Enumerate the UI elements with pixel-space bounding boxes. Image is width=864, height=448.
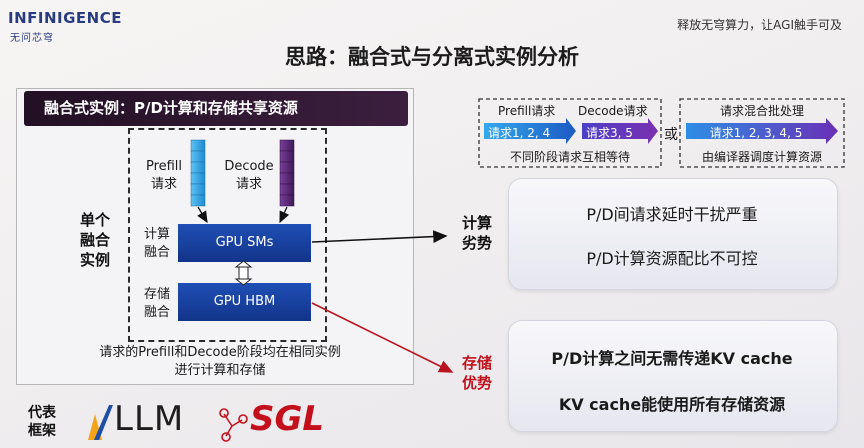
- compute-disadvantage-label: 计算 劣势: [461, 214, 492, 252]
- mixed-request-arrow: [686, 118, 838, 144]
- mixed-batch-title: 请求混合批处理: [719, 104, 804, 118]
- decode-to-sms-arrow: [279, 206, 290, 224]
- mixed-batch-caption: 由编译器调度计算资源: [701, 150, 822, 164]
- vllm-wordmark: LLM: [114, 399, 185, 439]
- gpu-hbm-block: GPU HBM: [178, 283, 311, 321]
- sms-hbm-link: [234, 260, 253, 286]
- storage-fusion-label: 存储 融合: [144, 287, 171, 320]
- decode-request-arrow: [582, 118, 658, 144]
- storage-advantage-label: 存储 优势: [461, 354, 492, 392]
- prefill-to-sms-arrow: [197, 206, 208, 224]
- slogan: 释放无穹算力，让AGI触手可及: [677, 18, 842, 32]
- decode-queue-stack: [279, 139, 295, 207]
- brand-logo: INFINIGENCE: [8, 9, 122, 27]
- hbm-to-pros-arrow: [311, 302, 454, 373]
- prefill-queue-stack: [190, 139, 206, 207]
- pros-item-1: P/D计算之间无需传递KV cache: [551, 349, 793, 368]
- decode-arrow-text: 请求3, 5: [586, 126, 633, 140]
- frameworks-label: 代表 框架: [28, 405, 56, 439]
- brand-subtitle: 无问芯穹: [10, 33, 54, 44]
- decode-request-title: Decode请求: [578, 104, 648, 118]
- or-label: 或: [664, 127, 678, 143]
- separate-stage-box: [478, 98, 662, 168]
- mixed-batch-box: [679, 98, 845, 168]
- prefill-request-arrow: [484, 118, 576, 144]
- gpu-sms-block: GPU SMs: [178, 224, 311, 262]
- cons-item-1: P/D间请求延时干扰严重: [586, 205, 758, 224]
- slide-title: 思路：融合式与分离式实例分析: [285, 45, 579, 69]
- prefill-request-title: Prefill请求: [498, 104, 556, 118]
- decode-request-label: Decode 请求: [224, 159, 274, 192]
- sgl-wordmark: SGL: [250, 399, 325, 439]
- separate-stage-caption: 不同阶段请求互相等待: [509, 150, 630, 164]
- storage-advantage-box: [508, 320, 838, 432]
- prefill-arrow-text: 请求1, 2, 4: [488, 126, 551, 140]
- prefill-request-label: Prefill 请求: [145, 159, 183, 192]
- sms-to-cons-arrow: [311, 230, 448, 243]
- compute-fusion-label: 计算 融合: [144, 227, 171, 260]
- fused-caption: 请求的Prefill和Decode阶段均在相同实例 进行计算和存储: [99, 345, 341, 378]
- fused-instance-header: 融合式实例：P/D计算和存储共享资源: [24, 91, 408, 126]
- instance-dashed-boundary: [128, 128, 327, 342]
- cons-item-2: P/D计算资源配比不可控: [586, 249, 758, 268]
- compute-disadvantage-box: [508, 178, 838, 290]
- pros-item-2: KV cache能使用所有存储资源: [558, 395, 786, 414]
- single-fused-instance-label: 单个 融合 实例: [79, 211, 110, 269]
- sgl-molecule-icon: [219, 408, 248, 442]
- mixed-arrow-text: 请求1, 2, 3, 4, 5: [709, 126, 803, 140]
